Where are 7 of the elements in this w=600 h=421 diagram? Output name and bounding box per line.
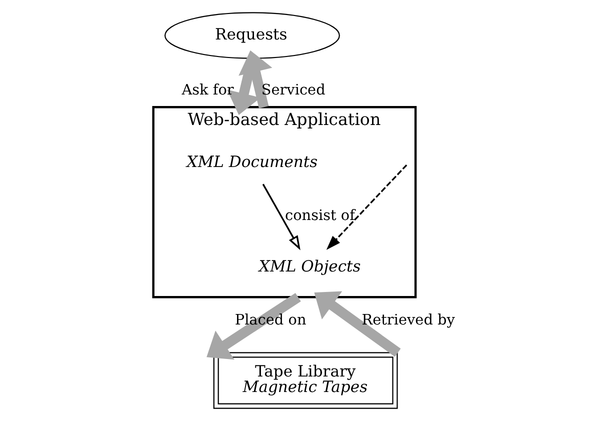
node-text: XML Documents [186, 152, 318, 171]
edge-label: consist of [285, 208, 355, 224]
edge-label: Retrieved by [362, 312, 455, 328]
node-text: XML Objects [258, 257, 361, 276]
edge-label: Placed on [234, 312, 306, 328]
edge-label: Ask for [182, 82, 234, 98]
edge-label: Serviced [261, 82, 326, 98]
